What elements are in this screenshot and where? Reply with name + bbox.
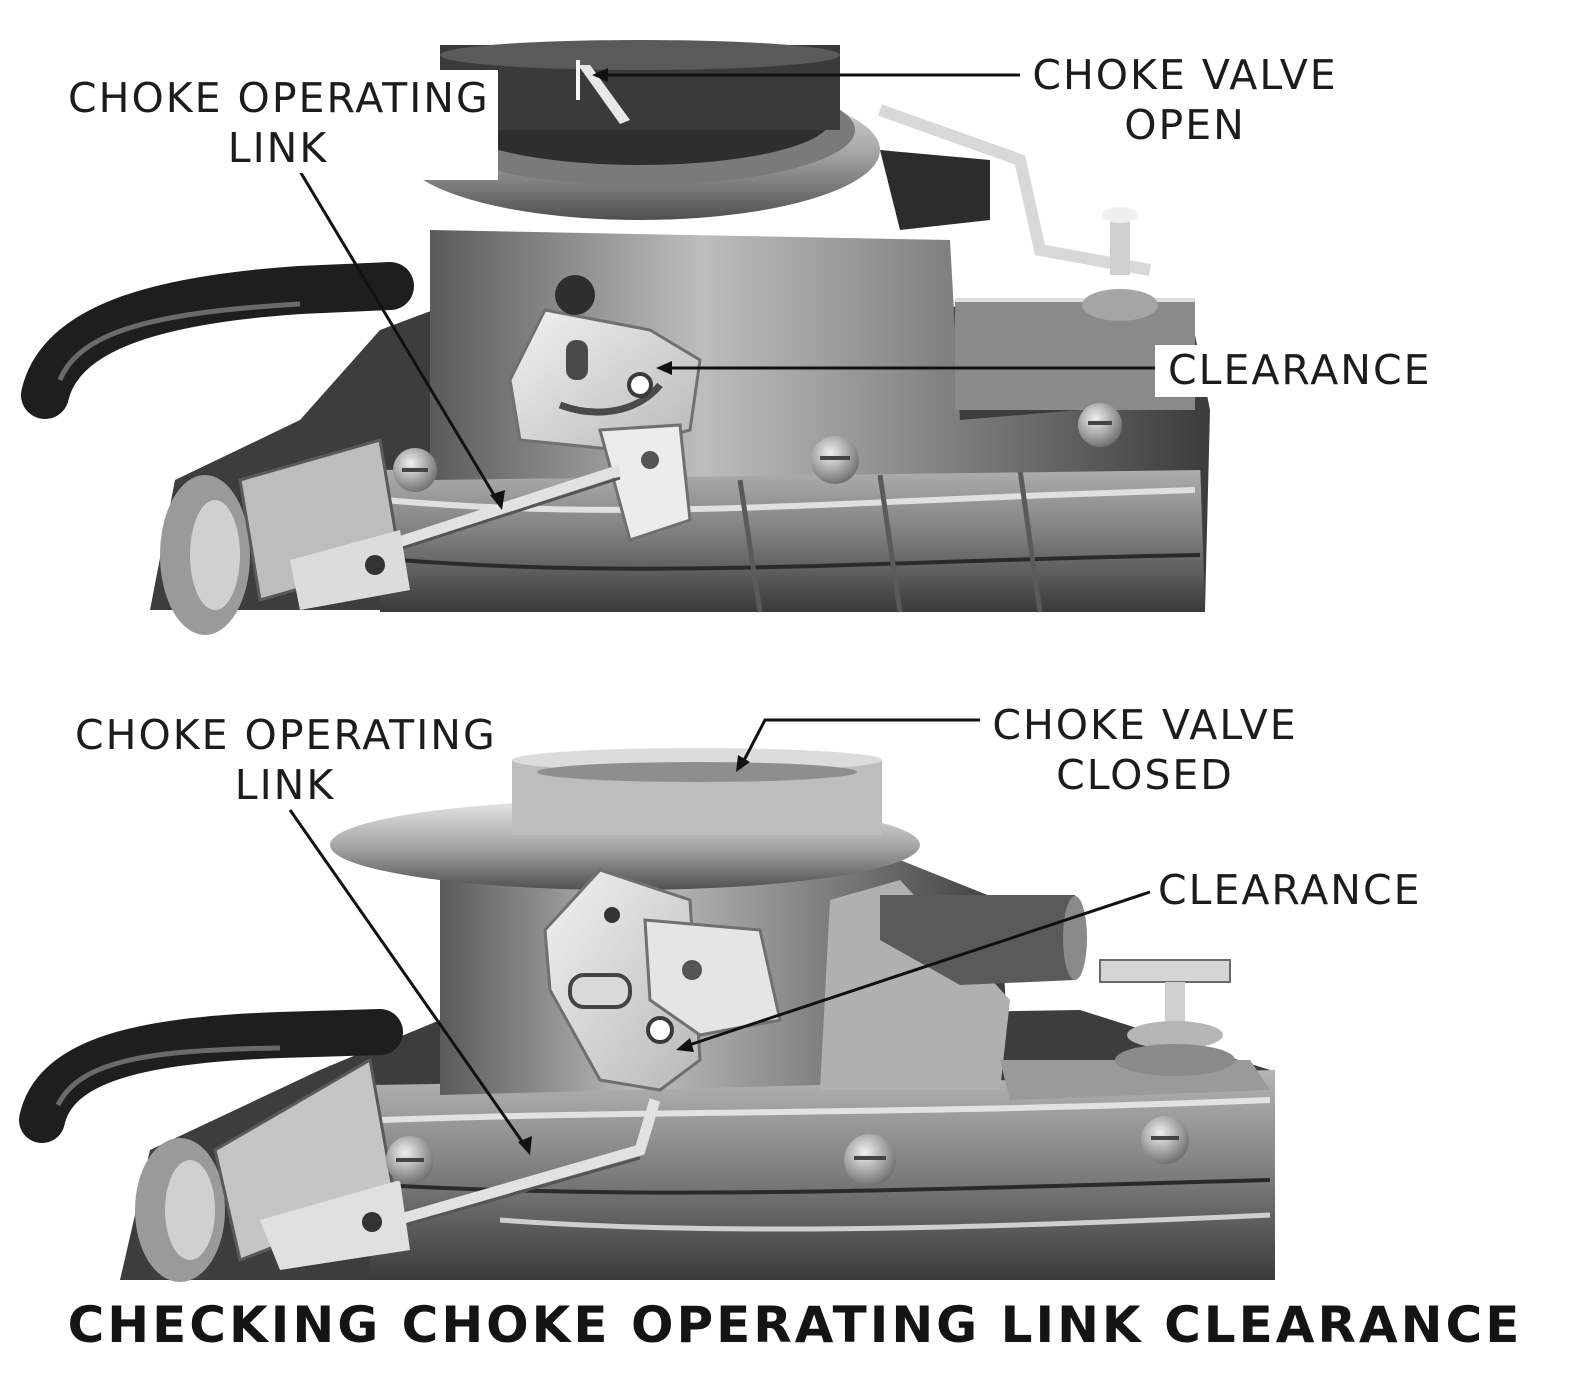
- bottom-valve-label-line-2: CLOSED: [1056, 751, 1234, 799]
- top-float-bowl: [380, 460, 1205, 612]
- top-valve-label-line-1: CHOKE VALVE: [1032, 51, 1338, 99]
- top-valve-label-line-2: OPEN: [1124, 101, 1246, 149]
- bottom-stud: [1099, 959, 1231, 983]
- bottom-leader-clearance: [679, 890, 1151, 1050]
- bottom-clearance-label-text: CLEARANCE: [1158, 866, 1422, 914]
- bottom-panel-carburetor: [19, 718, 1275, 1282]
- bottom-leader-link: [288, 809, 530, 1151]
- bottom-valve-label-line-1: CHOKE VALVE: [992, 701, 1298, 749]
- bottom-leader-valve: [738, 718, 980, 769]
- bottom-float-bowl: [370, 1070, 1275, 1280]
- bottom-choke-valve-closed: [537, 762, 857, 782]
- bottom-link-label-line-1: CHOKE OPERATING: [75, 711, 497, 759]
- top-clearance-label-text: CLEARANCE: [1168, 346, 1432, 394]
- top-link-label-line-1: CHOKE OPERATING: [68, 74, 490, 122]
- top-stud: [1110, 215, 1130, 275]
- top-fuel-hose: [21, 262, 414, 419]
- top-link-label-line-2: LINK: [227, 124, 329, 172]
- top-choke-valve-open: [578, 65, 630, 124]
- bottom-clearance-label: CLEARANCE: [1158, 865, 1422, 915]
- bottom-link-label-line-2: LINK: [234, 761, 336, 809]
- figure-caption: CHECKING CHOKE OPERATING LINK CLEARANCE: [67, 1296, 1523, 1354]
- bottom-link-label: CHOKE OPERATING LINK: [75, 710, 495, 810]
- bottom-choke-operating-link: [378, 1098, 661, 1231]
- top-clearance-pin: [627, 372, 653, 398]
- top-valve-label: CHOKE VALVE OPEN: [1025, 50, 1345, 150]
- top-choke-rod: [877, 104, 1152, 276]
- top-clearance-label: CLEARANCE: [1158, 345, 1442, 395]
- top-link-label: CHOKE OPERATING LINK: [58, 73, 498, 173]
- top-choke-operating-link: [388, 464, 622, 551]
- top-leader-link: [296, 167, 502, 506]
- bottom-fuel-hose: [19, 1009, 403, 1143]
- bottom-clearance-pin: [646, 1016, 674, 1044]
- bottom-valve-label: CHOKE VALVE CLOSED: [985, 700, 1305, 800]
